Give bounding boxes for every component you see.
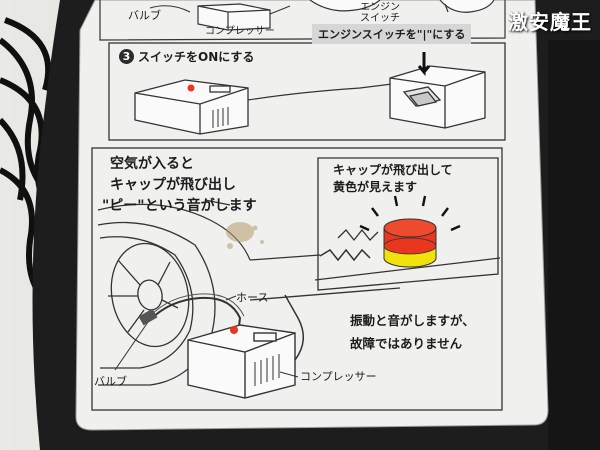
compressor-pointer xyxy=(279,371,299,378)
hose-drawing xyxy=(149,296,242,336)
car-body-drawing xyxy=(97,199,321,261)
step3-cable xyxy=(247,83,393,101)
step1-compressor-label: コンプレッサー xyxy=(205,26,275,37)
step1-hose-drawing xyxy=(149,5,291,15)
step3-switch-drawing xyxy=(389,65,486,129)
caption-note-line2: 故障ではありません xyxy=(350,336,463,351)
step1-compressor-drawing xyxy=(197,3,271,31)
caption-left-line2: キャップが飛び出し xyxy=(110,177,236,193)
step3-arrow xyxy=(417,52,431,77)
watermark-logo: 激安魔王 xyxy=(508,10,592,34)
step1-hand-drawing xyxy=(309,0,495,13)
caption-left-line3: "ピー"という音がします xyxy=(102,198,257,214)
step3-number-badge: 3 xyxy=(119,49,134,64)
hose-pointer xyxy=(225,295,237,301)
callout-zigzag xyxy=(319,248,371,262)
main-power-lamp xyxy=(230,326,238,334)
main-compressor-drawing xyxy=(187,324,296,399)
main-illustration-box xyxy=(91,147,503,411)
main-compressor-cable xyxy=(284,294,304,361)
step3-power-lamp xyxy=(187,84,195,92)
valve-pointer xyxy=(114,321,149,371)
caption-left-line1: 空気が入ると xyxy=(110,156,194,172)
step1-engine-switch-label: エンジン スイッチ xyxy=(360,2,400,24)
hose-label: ホース xyxy=(236,291,269,304)
valve-label: バルブ xyxy=(94,375,127,388)
valve-drawing xyxy=(138,308,158,326)
step1-instruction-banner: エンジンスイッチを"|"にする xyxy=(312,24,472,44)
step3-box xyxy=(108,42,506,141)
road-drawing xyxy=(249,257,501,301)
dirt-stain xyxy=(226,222,264,249)
caption-cap-line1: キャップが飛び出して xyxy=(333,163,453,177)
caption-cap-line2: 黄色が見えます xyxy=(333,180,418,194)
step1-box xyxy=(99,0,506,41)
pressure-cap-drawing xyxy=(383,218,437,268)
cap-burst-lines xyxy=(359,195,461,232)
housing-right-edge xyxy=(548,40,600,450)
step3-compressor-drawing xyxy=(134,79,249,135)
compressor-label: コンプレッサー xyxy=(300,370,377,383)
cap-callout xyxy=(317,157,499,291)
hose-drawing-inner xyxy=(149,293,245,317)
step3-title: スイッチをONにする xyxy=(138,50,255,64)
step1-valve-label: バルブ xyxy=(128,9,161,22)
callout-zigzag-2 xyxy=(337,228,379,242)
instruction-panel xyxy=(75,0,549,431)
caption-note-line1: 振動と音がしますが、 xyxy=(350,313,475,328)
